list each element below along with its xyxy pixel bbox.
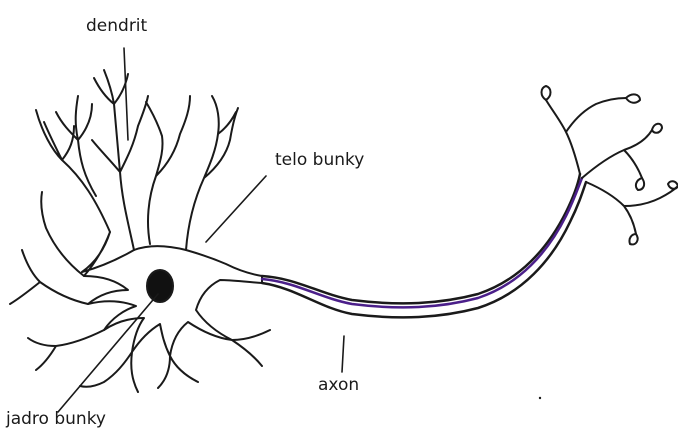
label-axon: axon (318, 377, 359, 394)
nucleus-shape (147, 270, 173, 302)
pointer-line-dendrit (124, 48, 128, 140)
dendrite-branch (10, 192, 88, 304)
dendrite-branch (186, 96, 238, 250)
dendrite-branch (146, 96, 190, 244)
pointer-line-axon (342, 336, 344, 372)
dendrite-branch (28, 330, 270, 392)
label-telo-bunky: telo bunky (275, 152, 364, 169)
dendrite-branch (92, 70, 148, 250)
axon-outer-top (262, 174, 580, 303)
pointer-line-telo-bunky (206, 176, 266, 242)
axon-outer-bottom (262, 182, 586, 317)
dendrite-branch (36, 96, 110, 232)
speck-mark (539, 397, 541, 399)
label-dendrit: dendrit (86, 18, 147, 35)
pointer-line-jadro-bunky (58, 294, 158, 412)
label-jadro-bunky: jadro bunky (6, 411, 106, 428)
